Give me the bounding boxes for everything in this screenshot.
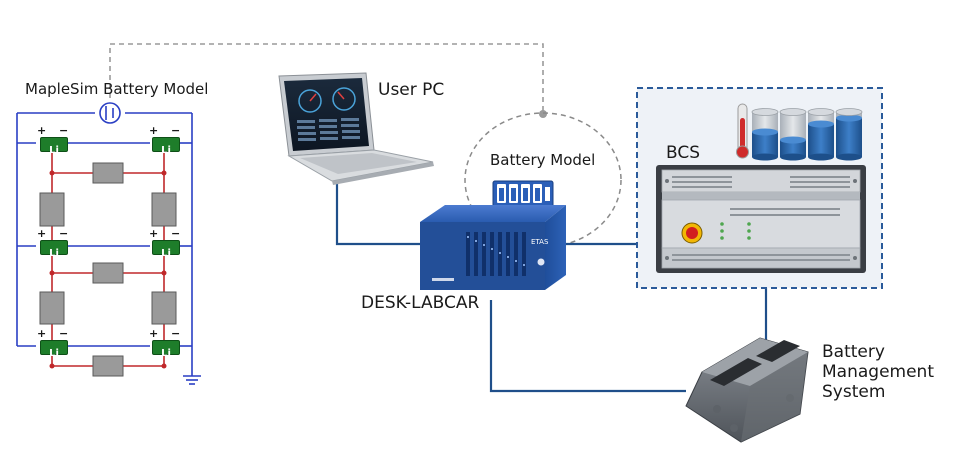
cell-minus: − — [171, 227, 181, 240]
battery-model-bubble — [464, 112, 622, 248]
cell-body: Li — [152, 340, 180, 359]
cell-body: Li — [152, 137, 180, 156]
cell-chem-label: Li — [161, 145, 171, 156]
desk-labcar-label: DESK-LABCAR — [361, 293, 480, 313]
cell-plus: + — [149, 124, 159, 137]
thermal-block — [92, 262, 124, 284]
cell-chem-label: Li — [161, 348, 171, 359]
cell-minus: − — [171, 124, 181, 137]
hardware-links — [335, 178, 768, 393]
user-pc-label: User PC — [378, 80, 445, 100]
maplesim-title: MapleSim Battery Model — [25, 80, 209, 98]
thermal-block — [151, 192, 177, 227]
bms-label-line: System — [822, 382, 886, 402]
bms-label-line: Battery — [822, 342, 885, 362]
cell-chem-label: Li — [161, 248, 171, 259]
cell-minus: − — [59, 227, 69, 240]
cell-chem-label: Li — [49, 145, 59, 156]
thermal-block — [39, 192, 65, 227]
laptop-icon — [278, 72, 434, 185]
labcar-brand: ETAS — [531, 238, 549, 246]
cell-plus: + — [37, 327, 47, 340]
cell-minus: − — [59, 327, 69, 340]
soc-cylinders-icon — [751, 108, 863, 161]
thermal-block — [92, 162, 124, 184]
cell-chem-label: Li — [49, 248, 59, 259]
bms-label: Battery Management System — [822, 342, 934, 402]
thermometer-icon — [736, 103, 749, 159]
thermal-block — [39, 291, 65, 325]
link-labcar-bms — [489, 300, 686, 393]
maplesim-circuit — [16, 102, 201, 385]
thermal-block — [151, 291, 177, 325]
model-link-endpoint — [539, 110, 547, 118]
cell-plus: + — [149, 227, 159, 240]
battery-model-label: Battery Model — [490, 151, 596, 169]
cell-minus: − — [59, 124, 69, 137]
link-pc-labcar — [335, 178, 420, 246]
battery-pack-icon — [492, 180, 554, 208]
thermal-block — [92, 355, 124, 377]
cell-body: Li — [40, 340, 68, 359]
bcs-label: BCS — [666, 143, 701, 163]
cell-body: Li — [40, 137, 68, 156]
bcs-rack-icon — [656, 165, 866, 273]
labcar-device-icon: ETAS — [420, 205, 566, 290]
bms-label-line: Management — [822, 362, 934, 382]
ecu-module-icon — [685, 337, 809, 443]
cell-plus: + — [149, 327, 159, 340]
cell-body: Li — [40, 240, 68, 259]
ground-icon — [183, 372, 201, 385]
cell-plus: + — [37, 227, 47, 240]
cell-body: Li — [152, 240, 180, 259]
cell-chem-label: Li — [49, 348, 59, 359]
cell-plus: + — [37, 124, 47, 137]
battery-source-icon — [99, 102, 121, 124]
model-link-dashed — [109, 43, 544, 112]
cell-minus: − — [171, 327, 181, 340]
